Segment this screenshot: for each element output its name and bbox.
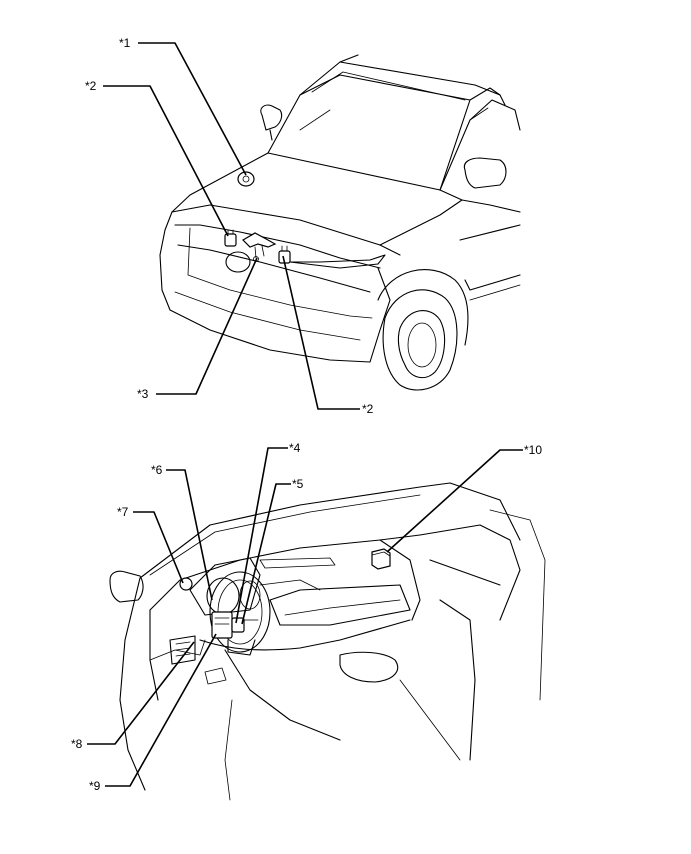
horn-part-icon [237, 171, 255, 187]
vehicle-exterior-drawing [159, 54, 521, 391]
vehicle-interior-drawing [109, 482, 546, 801]
sensor-left-icon [224, 233, 237, 247]
switch-module-icon [231, 617, 245, 633]
callout-label-7: *7 [117, 505, 129, 519]
callout-label-1: *1 [119, 36, 131, 50]
callout-label-5: *5 [292, 477, 304, 491]
leader-7 [133, 511, 184, 584]
callout-label-2-right: *2 [362, 402, 374, 416]
leader-6 [166, 469, 213, 601]
ecu-module-icon [211, 611, 233, 639]
leader-2a [103, 85, 229, 237]
leader-3 [156, 257, 258, 395]
wire-harness-icon [242, 232, 277, 248]
leader-4 [235, 447, 288, 624]
callout-label-9: *9 [89, 779, 101, 793]
callout-leaders [87, 42, 523, 787]
callout-label-10: *10 [524, 443, 543, 457]
leader-5 [241, 483, 291, 625]
leader-8 [87, 641, 195, 745]
callout-label-3: *3 [137, 387, 149, 401]
leader-2b [282, 255, 360, 410]
callout-label-2-left: *2 [85, 79, 97, 93]
callout-label-6: *6 [151, 463, 163, 477]
callout-label-8: *8 [71, 737, 83, 751]
leader-10 [386, 449, 523, 553]
leader-9 [105, 633, 217, 787]
callout-label-4: *4 [289, 441, 301, 455]
leader-1 [138, 42, 247, 176]
